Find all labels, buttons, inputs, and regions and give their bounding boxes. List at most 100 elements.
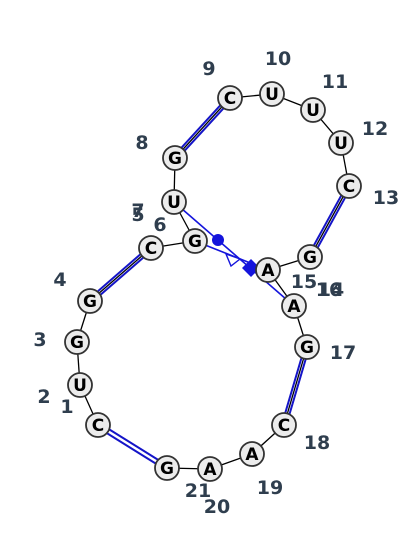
index-label-3: 3 [33,329,46,351]
noncanonical-interactions [173,201,295,307]
nucleotide-21: G [154,455,180,481]
backbone-segment-4-5 [89,247,152,302]
index-label-5: 5 [131,204,144,226]
index-label-15: 15 [291,271,317,293]
nucleotide-circle [300,97,326,123]
nucleotide-17: G [294,334,320,360]
nucleotide-base-letter: G [300,338,314,358]
nucleotide-circle [197,456,223,482]
nucleotide-12: U [328,130,354,156]
nucleotide-5: C [138,235,164,261]
index-label-8: 8 [135,132,148,154]
nucleotide-base-letter: U [306,101,320,121]
backbone-segment-17-18 [283,346,308,426]
nucleotide-circle [294,334,320,360]
nucleotide-circle [328,130,354,156]
nucleotide-19: A [239,441,265,467]
nucleotide-circle [64,329,90,355]
base-pair-1-21 [96,422,169,471]
nucleotide-base-letter: C [92,416,104,436]
nucleotide-circle [259,81,285,107]
nucleotide-base-letter: C [145,239,157,259]
nucleotide-base-letter: G [70,333,84,353]
index-label-10: 10 [265,48,291,70]
noncanonical-pair-7-16 [173,201,295,307]
index-label-12: 12 [362,118,388,140]
index-label-16: 16 [316,279,342,301]
nucleotide-circle [182,228,208,254]
nucleotide-base-letter: U [73,376,87,396]
nucleotide-11: U [300,97,326,123]
index-label-14: 14 [318,279,344,301]
nucleotide-circle [239,441,265,467]
nucleotide-base-letter: C [278,416,290,436]
index-label-7: 7 [131,200,144,222]
base-pair-17-18 [280,346,311,426]
nucleotide-base-letter: G [160,459,174,479]
nucleotide-circle [85,412,111,438]
nucleotide-8: G [162,145,188,171]
nucleotide-circle [154,455,180,481]
index-label-18: 18 [304,432,330,454]
base-pairs [87,95,352,471]
nucleotide-circle [255,257,281,283]
index-label-20: 20 [204,496,230,518]
nucleotide-base-letter: C [224,89,236,109]
index-label-4: 4 [53,269,66,291]
nucleotide-10: U [259,81,285,107]
nucleotide-6: G [182,228,208,254]
nucleotide-base-letter: U [334,134,348,154]
nucleotide-16: A [281,293,307,319]
nucleotide-circle [138,235,164,261]
backbone-segment-8-9 [174,97,231,159]
nucleotide-circle [77,288,103,314]
backbone-segment-13-14 [309,185,350,258]
nucleotide-base-letter: G [168,149,182,169]
base-pair-4-5 [87,245,154,304]
nucleotide-15: A [255,257,281,283]
nucleotide-base-letter: G [303,248,317,268]
nucleotide-base-letter: U [167,193,181,213]
nucleotide-base-letter: A [245,445,259,465]
index-label-17: 17 [330,342,356,364]
index-label-9: 9 [202,58,215,80]
nucleotide-base-letter: U [265,85,279,105]
base-pair-13-14 [307,184,352,259]
sugar-edge-open-symbol [224,252,242,268]
nucleotide-13: C [336,173,362,199]
nucleotide-base-letter: C [343,177,355,197]
index-label-2: 2 [37,386,50,408]
nucleotide-circle [281,293,307,319]
nucleotide-circle [271,412,297,438]
nucleotide-circle [297,244,323,270]
nucleotide-circle [336,173,362,199]
index-label-13: 13 [373,187,399,209]
base-pair-8-9 [172,95,233,161]
index-label-6: 6 [153,214,166,236]
nucleotide-base-letter: G [188,232,202,252]
nucleotide-circle [67,372,93,398]
index-label-11: 11 [322,71,348,93]
nucleotide-base-letter: G [83,292,97,312]
nucleotide-7: U [161,189,187,215]
nucleotide-14: G [297,244,323,270]
nucleotide-18: C [271,412,297,438]
nucleotide-circle [217,85,243,111]
index-label-19: 19 [257,477,283,499]
nucleotide-2: U [67,372,93,398]
nucleotide-base-letter: A [203,460,217,480]
index-label-21: 21 [185,480,211,502]
index-label-1: 1 [60,396,73,418]
nucleotide-9: C [217,85,243,111]
watson-crick-edge-symbol [212,234,224,246]
nucleotide-circle [161,189,187,215]
nucleotide-3: G [64,329,90,355]
nucleotide-base-letter: A [287,297,301,317]
nucleotide-base-letter: A [261,261,275,281]
nucleotide-circle [162,145,188,171]
nucleotide-1: C [85,412,111,438]
nucleotide-4: G [77,288,103,314]
